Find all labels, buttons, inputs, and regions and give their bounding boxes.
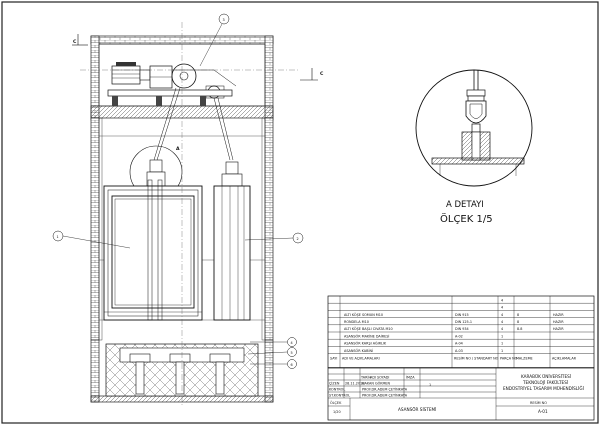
parts-row-name: ASANSÖR KARŞI AĞIRLIK: [344, 341, 387, 346]
tb-name-stcheck: PROF.DR.ADEM ÇETİNKAYA: [362, 393, 408, 398]
detail-title: A DETAYI: [446, 200, 484, 210]
balloon-2: 2: [244, 232, 304, 244]
tb-faculty: TEKNOLOJİ FAKÜLTESİ: [522, 380, 568, 385]
parts-header-no: SAYI: [330, 357, 337, 361]
counterweight: [213, 161, 251, 321]
parts-row-qty: 4: [501, 306, 503, 310]
tb-drawing-no: A-01: [538, 409, 548, 414]
svg-text:2: 2: [297, 237, 299, 241]
tb-head-date: TARİH: [360, 375, 371, 380]
parts-row-qty: 4: [501, 320, 503, 324]
parts-header-standard: RESİM NO / STANDART NO: [454, 356, 499, 361]
parts-row-name: RONDELA M10: [344, 320, 369, 324]
tb-drawing-title: ASANSÖR SİSTEMİ: [398, 407, 436, 412]
section-marker-left: C: [72, 34, 88, 46]
parts-row-qty: 4: [501, 313, 503, 317]
svg-text:3: 3: [223, 18, 225, 22]
balloon-6: 6: [250, 359, 297, 369]
tb-department: ENDÜSTRİYEL TASARIM MÜHENDİSLİĞİ: [503, 386, 584, 391]
parts-row-standard: DIN 934: [455, 327, 469, 331]
parts-row-qty: 1: [501, 334, 503, 338]
machine-unit: [107, 62, 237, 106]
parts-row-material: 8.8: [517, 327, 522, 331]
tb-scale: 1/20: [333, 410, 341, 414]
parts-row-qty: 4: [501, 298, 503, 302]
parts-row-standard: A-02: [455, 334, 463, 338]
balloon-4: 4: [250, 337, 297, 347]
parts-header-material: MALZEME: [516, 357, 533, 361]
parts-row-material: 8: [517, 320, 519, 324]
tb-drawing-no-label: RESİM NO: [530, 400, 547, 405]
elevator-cabin: [103, 145, 203, 321]
parts-row-standard: DIN 915: [455, 313, 469, 317]
parts-row-name: ALTI KÖŞE BAŞLI CIVATA M10: [344, 326, 393, 331]
balloon-5: 5: [247, 347, 297, 357]
svg-text:1: 1: [57, 235, 59, 239]
parts-row-standard: DIN 125-1: [455, 320, 472, 324]
section-marker-right: C: [300, 68, 324, 81]
tb-head-sign: İMZA: [406, 375, 415, 380]
parts-row-note: HAZIR: [553, 327, 564, 331]
balloon-1: 1: [52, 230, 131, 249]
parts-row-qty: 1: [501, 349, 503, 353]
detail-scale: ÖLÇEK 1/5: [440, 212, 493, 225]
parts-row-qty: 4: [501, 327, 503, 331]
balloon-3: 3: [199, 13, 230, 67]
tb-scale-label: ÖLÇEK: [330, 400, 342, 405]
svg-text:5: 5: [291, 351, 293, 355]
svg-text:C: C: [73, 39, 77, 45]
tb-head-name: ADI SOYADI: [370, 376, 389, 380]
svg-text:C: C: [320, 71, 324, 77]
parts-row-standard: A-04: [455, 342, 463, 346]
tb-date-drawn: 28.11.2018: [345, 382, 364, 386]
svg-text:4: 4: [291, 341, 293, 345]
tb-sheet: 1: [429, 383, 431, 387]
parts-row-material: 8: [517, 313, 519, 317]
center-lines: [80, 22, 300, 405]
parts-row-name: ASANSÖR KABİNİ: [344, 348, 373, 353]
parts-row-note: HAZIR: [553, 313, 564, 317]
tb-role-check: KONTROL: [329, 388, 345, 392]
tb-name-check: PROF.DR.ADEM ÇETİNKAYA: [362, 387, 408, 392]
parts-row-name: ALTI KÖŞE SOMUN M10: [344, 312, 383, 317]
svg-text:6: 6: [291, 363, 293, 367]
tb-role-stcheck: ST.KONTROL: [329, 394, 350, 398]
tb-name-drawn: HAKAN GÖKMEN: [362, 381, 391, 386]
parts-header-note: AÇIKLAMALAR: [552, 357, 577, 361]
title-block: TARİH ADI SOYADI İMZA ÇİZEN 28.11.2018 H…: [327, 367, 595, 421]
detail-a-view: [415, 69, 533, 187]
parts-row-name: ASANSÖR MAKİNE DAİRESİ: [344, 333, 389, 338]
detail-marker-label: A: [176, 146, 180, 152]
parts-row-qty: 1: [501, 342, 503, 346]
tb-role-drawn: ÇİZEN: [329, 381, 340, 386]
parts-row-note: HAZIR: [553, 320, 564, 324]
tb-university: KARABÜK ÜNİVERSİTESİ: [521, 374, 571, 379]
parts-row-standard: A-03: [455, 349, 463, 353]
parts-header-qty: PARÇA NO: [500, 357, 518, 361]
parts-header-name: ADI VE AÇIKLAMALARI: [342, 357, 380, 361]
suspension-ropes: [153, 87, 234, 161]
